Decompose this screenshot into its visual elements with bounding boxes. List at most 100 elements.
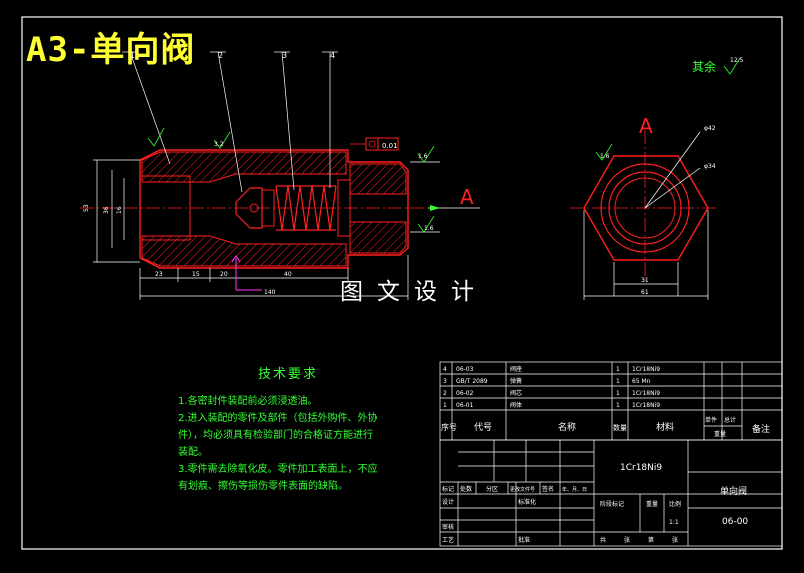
tech-item: 2.进入装配的零件及部件（包括外购件、外协件），均必须具有检验部门的合格证方能进… xyxy=(178,413,378,458)
bom-row-material: 65 Mn xyxy=(632,378,651,385)
bom-row-name: 阀芯 xyxy=(510,389,522,397)
bom-header: 序号 代号 名称 数量 材料 单件 总计 重量 备注 xyxy=(441,416,770,438)
balloon-2: 2 xyxy=(218,51,223,60)
sign-col-zone: 分区 xyxy=(486,485,498,493)
bom-row-material: 1Cr18Ni9 xyxy=(632,402,660,409)
stage-label: 阶段标记 xyxy=(600,500,624,508)
sign-col-count: 处数 xyxy=(460,485,472,493)
process-label: 工艺 xyxy=(442,536,454,544)
sheet-current: 第 xyxy=(648,536,654,544)
bom-row-code: GB/T 2089 xyxy=(456,378,488,385)
bom-header-remark: 备注 xyxy=(752,423,770,435)
balloon-1: 1 xyxy=(130,51,135,60)
dim-140: 140 xyxy=(264,289,276,296)
datum-marks xyxy=(231,255,262,291)
weight-label: 重量 xyxy=(646,500,658,508)
bom-header-code: 代号 xyxy=(474,422,492,433)
dim-40: 40 xyxy=(284,271,292,278)
roughness-general: 12.5 xyxy=(730,57,744,64)
valve-body-outline xyxy=(139,149,409,269)
bom-row-code: 06-01 xyxy=(456,402,474,409)
body-wall-top xyxy=(141,151,347,183)
sheet-total: 共 xyxy=(600,536,606,544)
dim-20: 20 xyxy=(220,271,228,278)
dim-phi42: φ42 xyxy=(704,125,716,132)
bom-header-weight: 重量 xyxy=(714,430,726,438)
dim-15: 15 xyxy=(192,271,200,278)
bom-header-material: 材料 xyxy=(656,421,674,433)
sign-col-sign: 签名 xyxy=(542,485,554,493)
dim-31: 31 xyxy=(641,277,649,284)
scale-label: 比例 xyxy=(669,500,681,508)
material-label: 1Cr18Ni9 xyxy=(620,463,662,473)
sign-col-mark: 标记 xyxy=(442,485,454,493)
spring xyxy=(275,185,337,231)
sheet-unit-2: 张 xyxy=(672,536,678,544)
valve-core xyxy=(235,187,263,229)
bom-row-no: 2 xyxy=(443,390,447,397)
bom-row-no: 3 xyxy=(443,378,447,385)
surface-note: 其余 xyxy=(692,60,717,74)
dim-53: 53 xyxy=(83,204,90,212)
tech-item: 1.各密封件装配前必须浸透油。 xyxy=(178,396,318,407)
bom-row-code: 06-03 xyxy=(456,366,474,373)
std-label: 标准化 xyxy=(518,498,536,506)
seat-wall-bottom xyxy=(349,221,407,254)
roughness-b: 1.6 xyxy=(418,153,428,160)
bom-row-qty: 1 xyxy=(616,378,620,385)
bom-table: 4 06-03 阀座 1 1Cr18Ni9 3 GB/T 2089 弹簧 1 6… xyxy=(443,365,660,409)
section-label-front: A xyxy=(460,185,474,209)
bom-row-material: 1Cr18Ni9 xyxy=(632,366,660,373)
tech-item: 3.零件需去除氧化皮。零件加工表面上，不应有划痕、擦伤等损伤零件表面的缺陷。 xyxy=(178,464,378,492)
approve-label: 批准 xyxy=(518,536,530,544)
bom-row-qty: 1 xyxy=(616,402,620,409)
bom-row-material: 1Cr18Ni9 xyxy=(632,390,660,397)
sheet-unit-1: 张 xyxy=(624,536,630,544)
tolerance-frame: 0.01 xyxy=(350,137,399,151)
bom-row-no: 4 xyxy=(443,366,447,373)
front-dimensions xyxy=(93,51,480,300)
side-view xyxy=(570,130,716,300)
watermark-text: 图文设计 xyxy=(340,279,488,305)
section-label-side: A xyxy=(639,114,653,138)
roughness-d: 1.6 xyxy=(600,153,610,160)
bom-row-qty: 1 xyxy=(616,390,620,397)
drawing-number: 06-00 xyxy=(722,517,748,527)
tech-heading: 技术要求 xyxy=(257,367,318,382)
dim-36: 36 xyxy=(103,206,110,214)
body-wall-bottom xyxy=(141,235,347,267)
bom-header-single: 单件 xyxy=(705,416,717,424)
dim-23: 23 xyxy=(155,271,163,278)
bom-header-name: 名称 xyxy=(558,421,576,433)
sheet-border xyxy=(21,16,783,550)
outer-circle xyxy=(600,163,690,253)
review-label: 审核 xyxy=(442,523,454,531)
section-arrow-head xyxy=(430,205,440,211)
roughness-c: 1.6 xyxy=(424,225,434,232)
front-section-view xyxy=(80,149,445,269)
dim-phi34: φ34 xyxy=(704,163,716,170)
thread-circle xyxy=(608,171,682,245)
hex-outline xyxy=(583,155,709,261)
bom-row-name: 阀体 xyxy=(510,401,522,409)
scale-value: 1:1 xyxy=(669,519,679,526)
roughness-a: 3.2 xyxy=(214,141,224,148)
bom-row-code: 06-02 xyxy=(456,390,474,397)
part-name: 单向阀 xyxy=(720,485,747,497)
balloon-3: 3 xyxy=(282,51,287,60)
title-block xyxy=(439,361,783,547)
bore-circle xyxy=(614,177,676,239)
roughness-symbols xyxy=(147,57,741,233)
dim-16: 16 xyxy=(116,206,123,214)
bom-header-no: 序号 xyxy=(441,422,457,432)
bom-row-qty: 1 xyxy=(616,366,620,373)
balloon-4: 4 xyxy=(330,51,335,60)
tolerance-value: 0.01 xyxy=(382,142,398,150)
bom-row-no: 1 xyxy=(443,402,447,409)
bom-header-qty: 数量 xyxy=(613,423,627,432)
bom-header-total: 总计 xyxy=(724,416,736,424)
bom-row-name: 弹簧 xyxy=(510,377,522,385)
seat-wall-top xyxy=(349,163,407,195)
